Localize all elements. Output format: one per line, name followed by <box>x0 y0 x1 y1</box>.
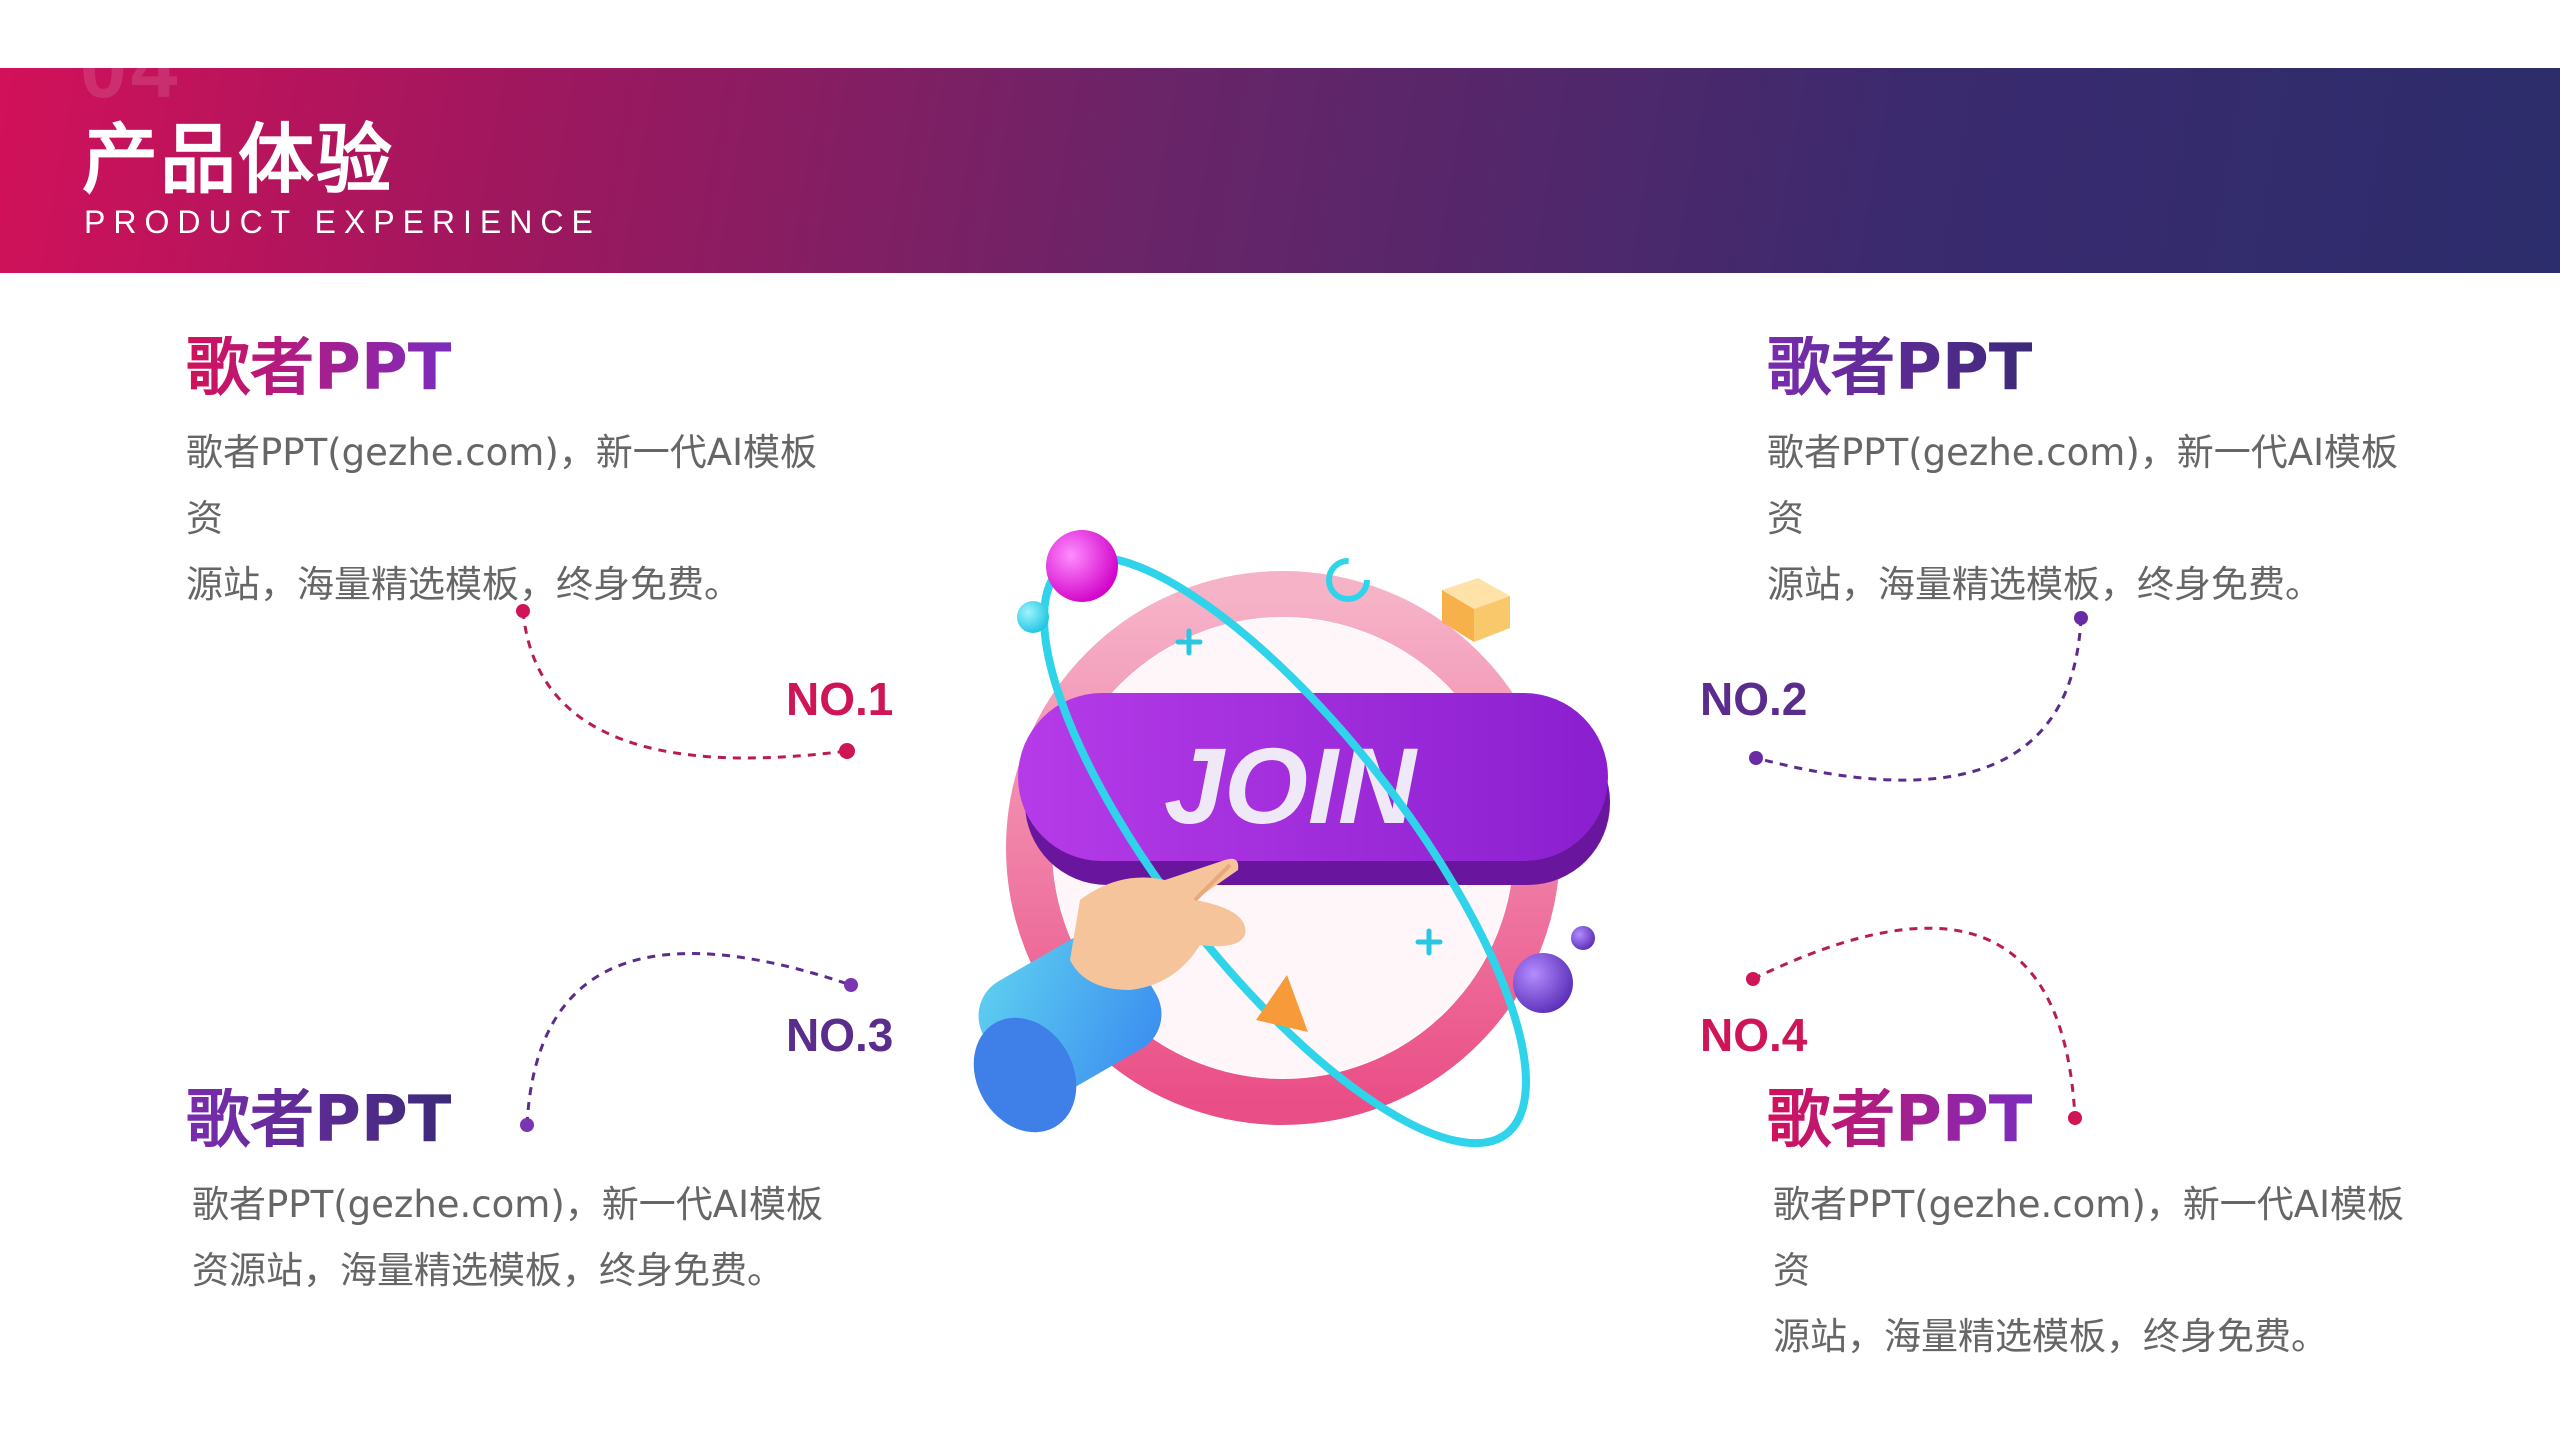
item-4-desc-line-2: 源站，海量精选模板，终身免费。 <box>1773 1315 2328 1358</box>
item-3-desc-line-2: 资源站，海量精选模板，终身免费。 <box>192 1249 784 1292</box>
join-illustration: JOIN <box>973 530 1610 1148</box>
item-3-desc-line-1: 歌者PPT(gezhe.com)，新一代AI模板 <box>192 1183 823 1226</box>
join-button <box>1018 693 1608 861</box>
item-1-desc-line-2: 源站，海量精选模板，终身免费。 <box>186 563 741 606</box>
section-number: 04 <box>80 21 182 115</box>
cyan-ring-icon <box>1326 558 1370 602</box>
item-1-number: NO.1 <box>786 673 894 725</box>
item-1-desc-line-1: 歌者PPT(gezhe.com)，新一代AI模板资 <box>186 431 817 540</box>
small-purple-sphere <box>1571 926 1595 950</box>
item-3-number: NO.3 <box>786 1009 894 1061</box>
item-3-title: 歌者PPT <box>186 1083 452 1157</box>
item-1-title: 歌者PPT <box>186 331 452 405</box>
item-4-title: 歌者PPT <box>1767 1083 2033 1157</box>
connector-2 <box>1749 611 2088 782</box>
connector-3 <box>520 952 858 1132</box>
page-title: 产品体验 <box>82 115 394 204</box>
item-4-description: 歌者PPT(gezhe.com)，新一代AI模板资 源站，海量精选模板，终身免费… <box>1773 1172 2433 1370</box>
join-button-label: JOIN <box>1164 725 1418 846</box>
connector-1 <box>516 604 855 760</box>
item-2-title: 歌者PPT <box>1767 331 2033 405</box>
cyan-sphere <box>1017 601 1049 633</box>
item-4-number: NO.4 <box>1700 1009 1808 1061</box>
item-2-number: NO.2 <box>1700 673 1808 725</box>
item-2-desc-line-1: 歌者PPT(gezhe.com)，新一代AI模板资 <box>1767 431 2398 540</box>
item-1-description: 歌者PPT(gezhe.com)，新一代AI模板资 源站，海量精选模板，终身免费… <box>186 420 846 618</box>
cube-shape <box>1442 578 1510 642</box>
page-subtitle: PRODUCT EXPERIENCE <box>84 204 601 240</box>
connector-4 <box>1746 926 2082 1125</box>
pointing-hand-icon <box>973 858 1246 1133</box>
plus-sparkles <box>1175 628 1443 956</box>
magenta-sphere <box>1046 530 1118 602</box>
item-2-description: 歌者PPT(gezhe.com)，新一代AI模板资 源站，海量精选模板，终身免费… <box>1767 420 2427 618</box>
item-2-desc-line-2: 源站，海量精选模板，终身免费。 <box>1767 563 2322 606</box>
item-4-desc-line-1: 歌者PPT(gezhe.com)，新一代AI模板资 <box>1773 1183 2404 1292</box>
item-3-description: 歌者PPT(gezhe.com)，新一代AI模板 资源站，海量精选模板，终身免费… <box>192 1172 852 1304</box>
purple-sphere <box>1513 953 1573 1013</box>
cone-shape <box>1256 975 1308 1032</box>
header-banner <box>0 68 2560 273</box>
